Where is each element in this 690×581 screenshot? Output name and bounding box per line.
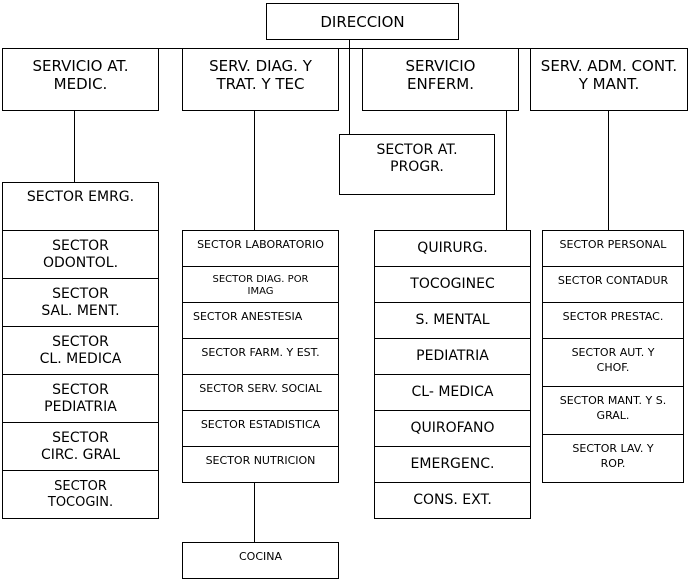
sector-odontol-box: SECTOR ODONTOL.	[2, 230, 159, 279]
cocina-box: COCINA	[182, 542, 339, 579]
sector-tocogin-box: SECTOR TOCOGIN.	[2, 470, 159, 519]
pediatria-box: PEDIATRIA	[374, 338, 531, 375]
connector-adm	[608, 110, 609, 230]
sector-circ-gral-box: SECTOR CIRC. GRAL	[2, 422, 159, 471]
sector-personal-box: SECTOR PERSONAL	[542, 230, 684, 267]
connector-top-bar	[2, 48, 688, 49]
sector-sal-ment-box: SECTOR SAL. MENT.	[2, 278, 159, 327]
sector-serv-social-box: SECTOR SERV. SOCIAL	[182, 374, 339, 411]
sector-cl-medica-box: SECTOR CL. MEDICA	[2, 326, 159, 375]
connector-direccion-down	[349, 39, 350, 49]
sector-diag-por-imag-box: SECTOR DIAG. POR IMAG	[182, 266, 339, 303]
sector-contadur-box: SECTOR CONTADUR	[542, 266, 684, 303]
sector-prestac-box: SECTOR PRESTAC.	[542, 302, 684, 339]
sector-nutricion-box: SECTOR NUTRICION	[182, 446, 339, 483]
connector-at-medic	[74, 110, 75, 182]
tocoginec-box: TOCOGINEC	[374, 266, 531, 303]
s-mental-box: S. MENTAL	[374, 302, 531, 339]
servicio-enferm-box: SERVICIO ENFERM.	[362, 48, 519, 111]
serv-diag-trat-box: SERV. DIAG. Y TRAT. Y TEC	[182, 48, 339, 111]
cons-ext-box: CONS. EXT.	[374, 482, 531, 519]
cl-medica-box: CL- MEDICA	[374, 374, 531, 411]
connector-at-progr	[349, 48, 350, 134]
sector-pediatria-box: SECTOR PEDIATRIA	[2, 374, 159, 423]
servicio-at-medic-box: SERVICIO AT. MEDIC.	[2, 48, 159, 111]
emergenc-box: EMERGENC.	[374, 446, 531, 483]
sector-estadistica-box: SECTOR ESTADISTICA	[182, 410, 339, 447]
direccion-box: DIRECCION	[266, 3, 459, 40]
quirurg-box: QUIRURG.	[374, 230, 531, 267]
sector-lav-rop-box: SECTOR LAV. Y ROP.	[542, 434, 684, 483]
serv-adm-cont-mant-box: SERV. ADM. CONT. Y MANT.	[530, 48, 688, 111]
connector-diag	[254, 110, 255, 230]
sector-mant-gral-box: SECTOR MANT. Y S. GRAL.	[542, 386, 684, 435]
sector-aut-chof-box: SECTOR AUT. Y CHOF.	[542, 338, 684, 387]
connector-enferm	[506, 110, 507, 230]
sector-at-progr-box: SECTOR AT. PROGR.	[339, 134, 495, 195]
connector-cocina	[254, 482, 255, 542]
sector-emrg-box: SECTOR EMRG.	[2, 182, 159, 231]
sector-laboratorio-box: SECTOR LABORATORIO	[182, 230, 339, 267]
sector-anestesia-box: SECTOR ANESTESIA	[182, 302, 339, 339]
sector-farm-est-box: SECTOR FARM. Y EST.	[182, 338, 339, 375]
quirofano-box: QUIROFANO	[374, 410, 531, 447]
